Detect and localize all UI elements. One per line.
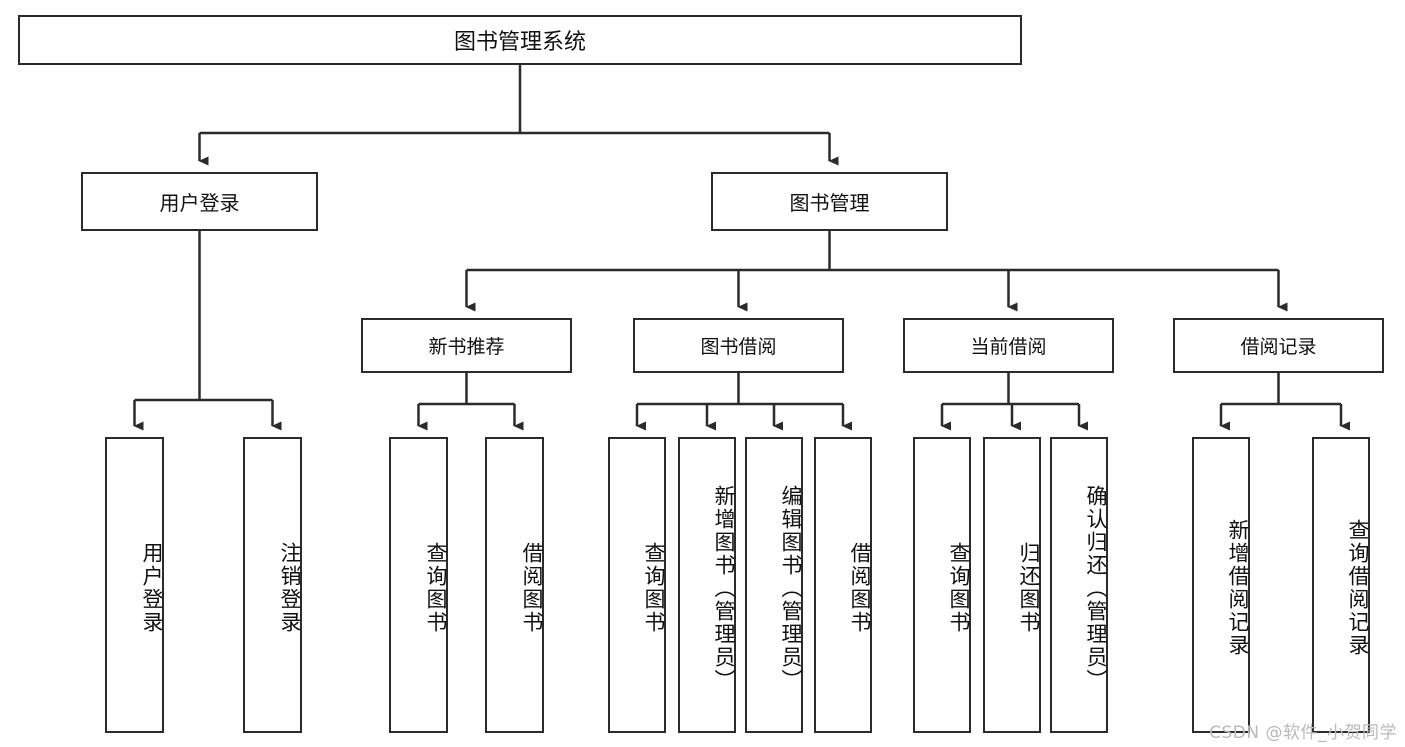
csdn-watermark: CSDN @软件_小贺同学 — [1209, 723, 1397, 743]
node-borrow-record[interactable]: 借阅记录 — [1173, 318, 1384, 373]
node-root-label: 图书管理系统 — [453, 30, 586, 55]
node-leaf-borrow-book-1-label: 借阅图书 — [520, 542, 544, 634]
node-leaf-query-book-3[interactable]: 查询图书 — [913, 437, 971, 733]
node-leaf-query-book-2[interactable]: 查询图书 — [608, 437, 666, 733]
node-leaf-confirm-return-label: 确认归还（管理员） — [1084, 484, 1108, 692]
node-leaf-add-book-label: 新增图书（管理员） — [712, 484, 736, 692]
node-leaf-return-book-label: 归还图书 — [1017, 542, 1041, 634]
node-leaf-edit-book-label: 编辑图书（管理员） — [779, 484, 803, 692]
node-leaf-return-book[interactable]: 归还图书 — [983, 437, 1041, 733]
node-book-borrow[interactable]: 图书借阅 — [633, 318, 844, 373]
node-leaf-add-record-label: 新增借阅记录 — [1226, 519, 1250, 657]
node-leaf-query-book-3-label: 查询图书 — [947, 542, 971, 634]
node-user-login[interactable]: 用户登录 — [81, 172, 318, 231]
node-leaf-logout[interactable]: 注销登录 — [243, 437, 302, 733]
node-current-borrow-label: 当前借阅 — [970, 336, 1047, 358]
node-leaf-query-book-1[interactable]: 查询图书 — [389, 437, 448, 733]
node-book-manage[interactable]: 图书管理 — [711, 172, 948, 231]
node-leaf-confirm-return[interactable]: 确认归还（管理员） — [1050, 437, 1108, 733]
node-user-login-label: 用户登录 — [159, 191, 240, 215]
node-leaf-edit-book[interactable]: 编辑图书（管理员） — [745, 437, 803, 733]
node-book-manage-label: 图书管理 — [789, 191, 870, 215]
node-current-borrow[interactable]: 当前借阅 — [903, 318, 1114, 373]
node-leaf-borrow-book-1[interactable]: 借阅图书 — [485, 437, 544, 733]
node-leaf-logout-label: 注销登录 — [278, 542, 302, 634]
node-leaf-query-book-1-label: 查询图书 — [424, 542, 448, 634]
node-leaf-user-login[interactable]: 用户登录 — [105, 437, 164, 733]
node-leaf-query-record-label: 查询借阅记录 — [1346, 519, 1370, 657]
node-leaf-query-book-2-label: 查询图书 — [642, 542, 666, 634]
node-leaf-user-login-label: 用户登录 — [140, 542, 164, 634]
node-leaf-add-record[interactable]: 新增借阅记录 — [1192, 437, 1250, 733]
node-leaf-borrow-book-2[interactable]: 借阅图书 — [814, 437, 872, 733]
node-new-book-recommend[interactable]: 新书推荐 — [361, 318, 572, 373]
node-leaf-add-book[interactable]: 新增图书（管理员） — [678, 437, 736, 733]
node-leaf-borrow-book-2-label: 借阅图书 — [848, 542, 872, 634]
node-borrow-record-label: 借阅记录 — [1240, 336, 1317, 358]
node-root[interactable]: 图书管理系统 — [18, 15, 1022, 65]
node-leaf-query-record[interactable]: 查询借阅记录 — [1312, 437, 1370, 733]
node-new-book-recommend-label: 新书推荐 — [428, 336, 505, 358]
node-book-borrow-label: 图书借阅 — [700, 336, 777, 358]
